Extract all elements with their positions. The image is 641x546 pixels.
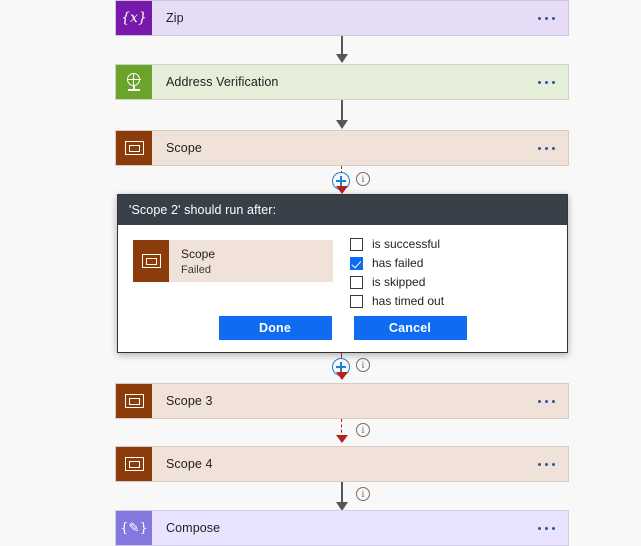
flow-card-scope[interactable]: Scope <box>115 130 569 166</box>
flow-card-title: Scope 3 <box>166 394 213 408</box>
flow-card-address-verification[interactable]: Address Verification <box>115 64 569 100</box>
globe-icon <box>116 65 152 99</box>
dialog-actions: Done Cancel <box>118 316 567 340</box>
zip-expression-icon: {x} <box>116 1 152 35</box>
option-label: has failed <box>372 256 424 270</box>
more-commands-button[interactable] <box>524 131 568 165</box>
flow-card-title: Address Verification <box>166 75 279 89</box>
run-after-options: is successful has failed is skipped has … <box>350 235 444 311</box>
option-label: has timed out <box>372 294 445 308</box>
dialog-source-card: Scope Failed <box>133 240 333 282</box>
checkbox-has-failed[interactable] <box>350 256 363 270</box>
flow-card-title: Scope <box>166 141 202 155</box>
flow-card-scope-4[interactable]: Scope 4 <box>115 446 569 482</box>
info-icon[interactable]: i <box>356 358 370 372</box>
flow-card-compose[interactable]: {✎} Compose <box>115 510 569 546</box>
run-after-dialog: 'Scope 2' should run after: Scope Failed… <box>117 194 568 353</box>
option-label: is successful <box>372 237 441 251</box>
more-commands-button[interactable] <box>524 1 568 35</box>
add-action-button[interactable] <box>332 358 350 376</box>
dialog-body: Scope Failed is successful has failed is… <box>118 225 567 352</box>
flow-card-scope-3[interactable]: Scope 3 <box>115 383 569 419</box>
option-label: is skipped <box>372 275 426 289</box>
more-commands-button[interactable] <box>524 511 568 545</box>
option-is-skipped[interactable]: is skipped <box>350 273 444 291</box>
scope-icon <box>133 240 169 282</box>
scope-icon <box>116 384 152 418</box>
more-commands-button[interactable] <box>524 447 568 481</box>
flow-card-title: Zip <box>166 11 184 25</box>
info-icon[interactable]: i <box>356 487 370 501</box>
checkbox-has-timed-out[interactable] <box>350 294 363 308</box>
option-has-failed[interactable]: has failed <box>350 254 444 272</box>
zip-glyph: {x} <box>121 10 147 26</box>
info-icon[interactable]: i <box>356 172 370 186</box>
scope-icon <box>116 131 152 165</box>
dialog-source-name: Scope <box>181 246 216 261</box>
scope-icon <box>116 447 152 481</box>
done-button[interactable]: Done <box>218 316 332 340</box>
compose-glyph: {✎} <box>120 520 148 536</box>
flow-card-zip[interactable]: {x} Zip <box>115 0 569 36</box>
option-is-successful[interactable]: is successful <box>350 235 444 253</box>
option-has-timed-out[interactable]: has timed out <box>350 292 444 310</box>
dialog-source-status: Failed <box>181 263 211 276</box>
checkbox-is-successful[interactable] <box>350 237 363 251</box>
info-icon[interactable]: i <box>356 423 370 437</box>
compose-icon: {✎} <box>116 511 152 545</box>
cancel-button[interactable]: Cancel <box>353 316 467 340</box>
checkbox-is-skipped[interactable] <box>350 275 363 289</box>
more-commands-button[interactable] <box>524 65 568 99</box>
flow-card-title: Scope 4 <box>166 457 213 471</box>
dialog-title: 'Scope 2' should run after: <box>118 195 567 225</box>
more-commands-button[interactable] <box>524 384 568 418</box>
flow-card-title: Compose <box>166 521 221 535</box>
